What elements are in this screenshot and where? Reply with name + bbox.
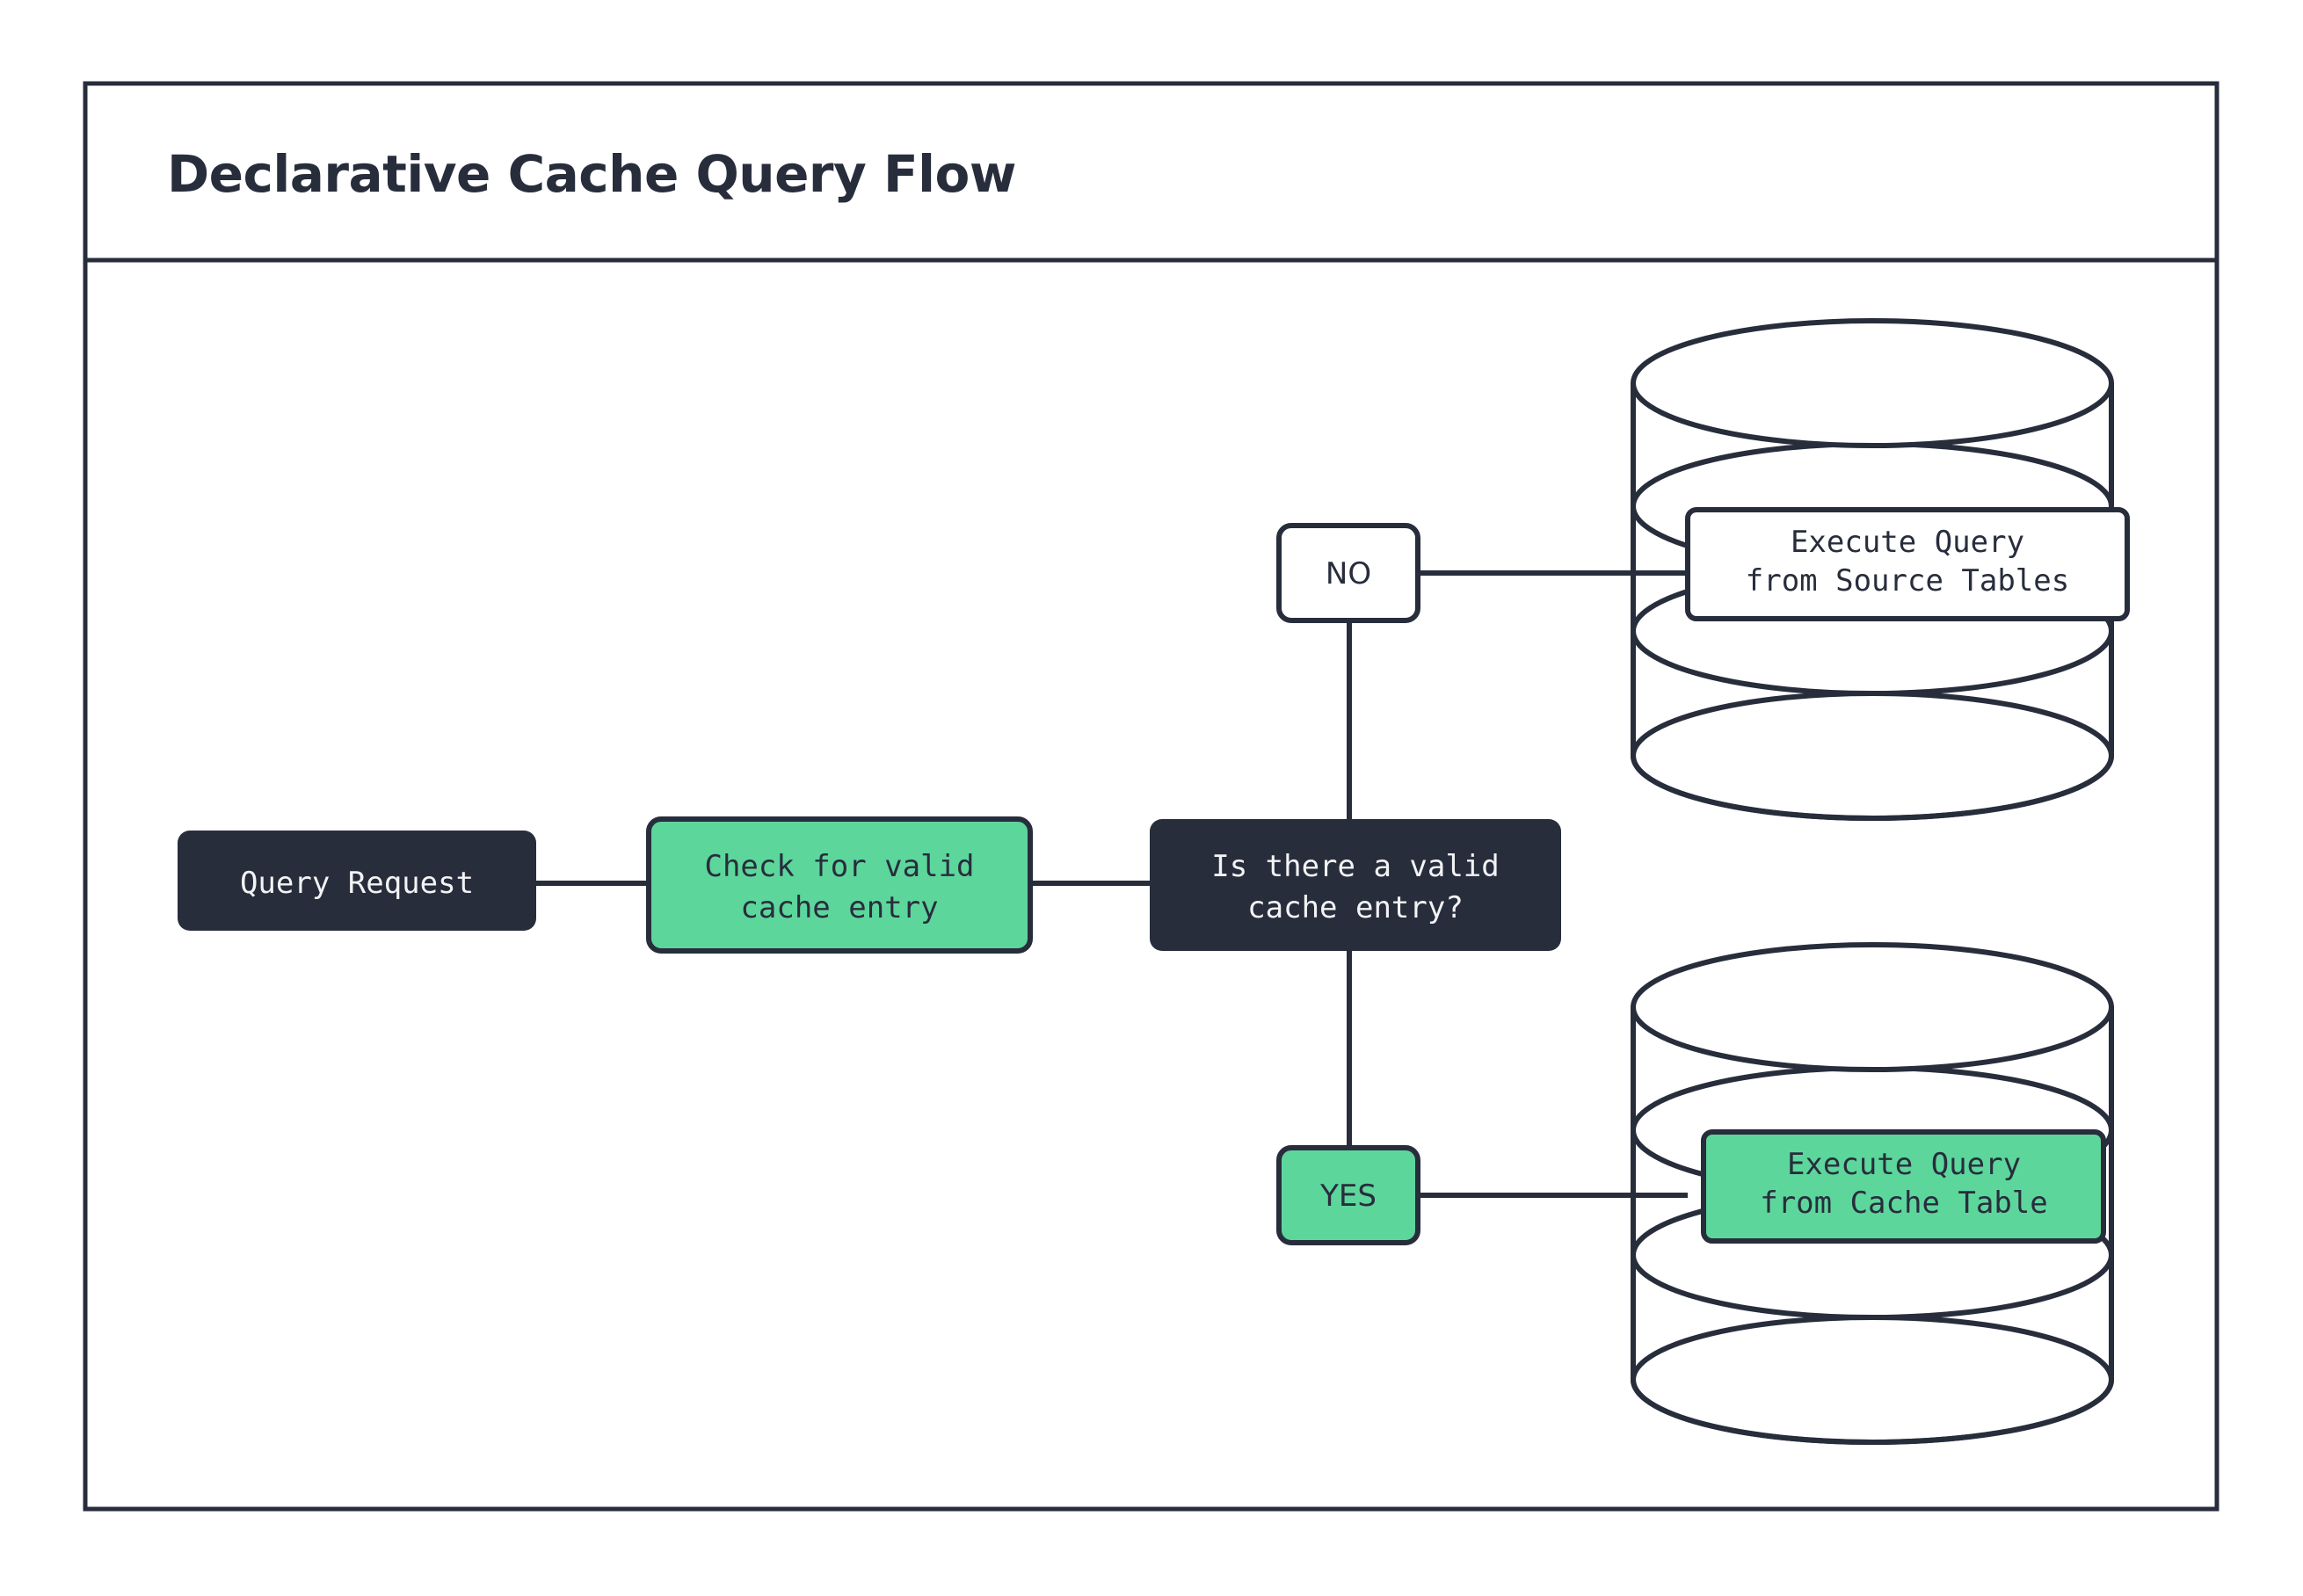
- node-query-request-label: Query Request: [240, 866, 474, 901]
- node-check-cache-line1: Check for valid: [704, 849, 974, 884]
- cache-table-cylinder: [1631, 942, 2114, 1445]
- source-db-label-line2: from Source Tables: [1746, 563, 2069, 598]
- source-db-label-line1: Execute Query: [1791, 525, 2024, 560]
- diagram-frame: [83, 81, 2219, 1512]
- node-check-cache[interactable]: Check for valid cache entry: [646, 816, 1033, 954]
- source-db-label-box: Execute Query from Source Tables: [1685, 507, 2130, 621]
- node-decision-line2: cache entry?: [1247, 890, 1464, 925]
- cache-db-label-box: Execute Query from Cache Table: [1701, 1129, 2106, 1244]
- branch-label-no[interactable]: NO: [1276, 523, 1420, 623]
- branch-label-no-text: NO: [1326, 556, 1371, 591]
- branch-label-yes-text: YES: [1319, 1179, 1377, 1214]
- node-query-request[interactable]: Query Request: [178, 831, 536, 931]
- node-decision-valid-cache[interactable]: Is there a valid cache entry?: [1150, 819, 1561, 951]
- node-decision-line1: Is there a valid: [1211, 849, 1500, 884]
- cache-db-label-line1: Execute Query: [1787, 1147, 2021, 1182]
- branch-label-yes[interactable]: YES: [1276, 1145, 1420, 1245]
- cache-db-label-line2: from Cache Table: [1760, 1186, 2048, 1221]
- page-title: Declarative Cache Query Flow: [167, 144, 1016, 204]
- node-check-cache-line2: cache entry: [740, 890, 938, 925]
